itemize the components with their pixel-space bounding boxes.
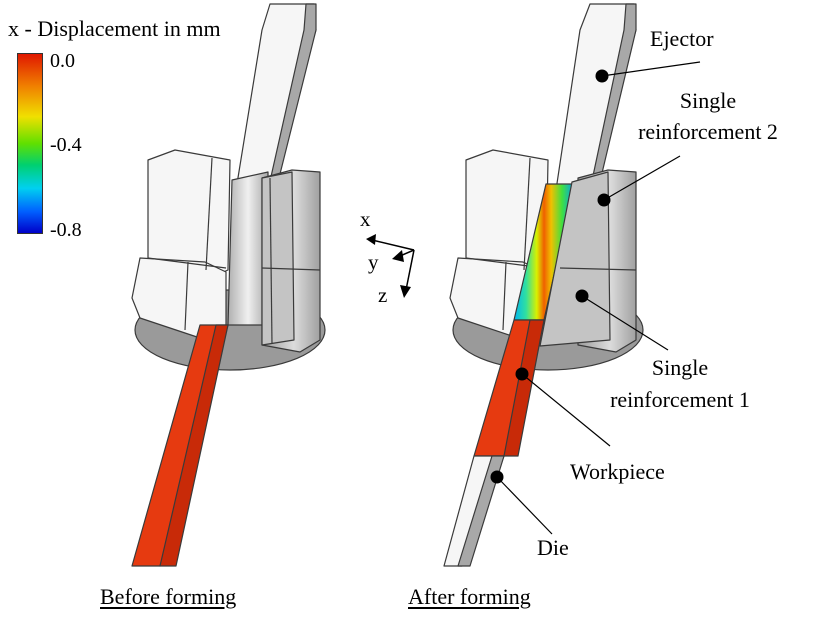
caption-after-forming: After forming — [408, 584, 531, 609]
label-workpiece: Workpiece — [570, 459, 665, 484]
label-reinforcement-2-line2: reinforcement 2 — [638, 119, 778, 144]
colorbar-tick-top: 0.0 — [50, 50, 75, 72]
axis-y-label: y — [368, 250, 379, 274]
caption-before-forming: Before forming — [100, 584, 237, 609]
workpiece-after-side — [503, 319, 545, 457]
dot-reinforcement-1 — [575, 289, 589, 303]
colorbar — [17, 53, 43, 234]
right-block-face — [261, 171, 295, 346]
label-die: Die — [537, 535, 569, 560]
leaders — [496, 61, 701, 535]
legend-title: x - Displacement in mm — [8, 16, 221, 41]
colorbar-tick-mid: -0.4 — [50, 134, 82, 156]
label-reinforcement-1-line2: reinforcement 1 — [610, 387, 750, 412]
die-bar-side — [457, 455, 505, 567]
axis-x-label: x — [360, 207, 371, 231]
leader-dots — [490, 69, 611, 484]
dot-die — [490, 470, 504, 484]
dot-workpiece — [515, 367, 529, 381]
coordinate-triad — [366, 234, 415, 298]
dot-ejector — [595, 69, 609, 83]
label-ejector: Ejector — [650, 26, 714, 51]
workpiece-before-side — [159, 324, 229, 567]
label-reinforcement-2-line1: Single — [679, 88, 737, 113]
dot-reinforcement-2 — [597, 193, 611, 207]
axis-z-label: z — [378, 283, 388, 307]
before-assembly — [131, 3, 326, 567]
label-reinforcement-1-line1: Single — [651, 355, 709, 380]
colorbar-tick-bottom: -0.8 — [50, 219, 82, 241]
